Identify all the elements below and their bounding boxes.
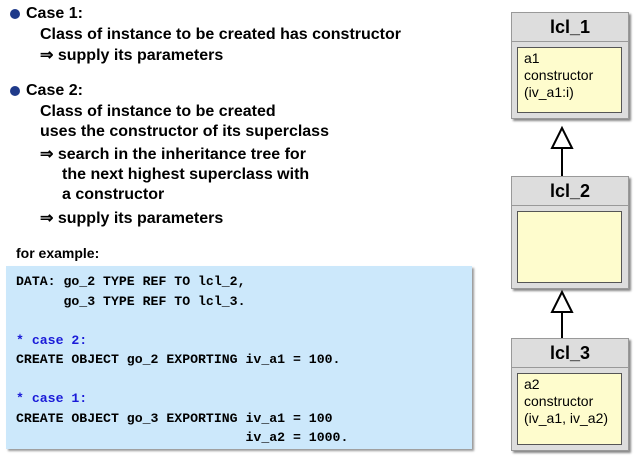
case2-title: Case 2: xyxy=(26,82,83,99)
case2-line3: ⇒ search in the inheritance tree for xyxy=(40,146,306,163)
code-line: CREATE OBJECT go_2 EXPORTING iv_a1 = 100… xyxy=(16,352,341,367)
bullet-icon xyxy=(10,86,20,96)
inheritance-arrow-icon xyxy=(550,125,574,176)
case2-line4: the next highest superclass with xyxy=(62,166,310,183)
inheritance-arrows xyxy=(550,125,574,338)
case1-line2: ⇒ supply its parameters xyxy=(40,47,224,64)
case2-line2: uses the constructor of its superclass xyxy=(40,123,329,140)
bullet-icon xyxy=(10,9,20,19)
class-params: (iv_a1, iv_a2) xyxy=(524,410,609,426)
case1-title: Case 1: xyxy=(26,5,83,22)
class-lcl-2: lcl_2 xyxy=(511,176,629,289)
code-line: CREATE OBJECT go_3 EXPORTING iv_a1 = 100 xyxy=(16,410,333,426)
example-label: for example: xyxy=(16,245,100,261)
class-name: lcl_2 xyxy=(512,177,628,206)
case2-line6: ⇒ supply its parameters xyxy=(40,210,224,227)
case1-line1: Class of instance to be created has cons… xyxy=(40,26,401,43)
class-attribute: a2 xyxy=(524,376,540,392)
class-lcl-3: lcl_3 a2 constructor (iv_a1, iv_a2) xyxy=(511,338,629,451)
code-comment: * case 1: xyxy=(16,391,88,406)
code-line: go_3 TYPE REF TO lcl_3. xyxy=(16,293,246,309)
class-method: constructor xyxy=(524,67,594,83)
code-line: iv_a2 = 1000. xyxy=(16,430,349,445)
class-method: constructor xyxy=(524,393,594,409)
class-params: (iv_a1:i) xyxy=(524,84,574,100)
class-lcl-1: lcl_1 a1 constructor (iv_a1:i) xyxy=(511,12,629,119)
code-block: DATA: go_2 TYPE REF TO lcl_2, go_3 TYPE … xyxy=(6,266,472,449)
case2-line5: a constructor xyxy=(62,186,165,203)
case2-line1: Class of instance to be created xyxy=(40,103,276,120)
class-name: lcl_3 xyxy=(512,339,628,368)
class-attribute: a1 xyxy=(524,50,540,66)
class-name: lcl_1 xyxy=(512,13,628,42)
code-comment: * case 2: xyxy=(16,332,88,348)
inheritance-arrow-icon xyxy=(550,289,574,338)
code-line: DATA: go_2 TYPE REF TO lcl_2, xyxy=(16,274,246,289)
